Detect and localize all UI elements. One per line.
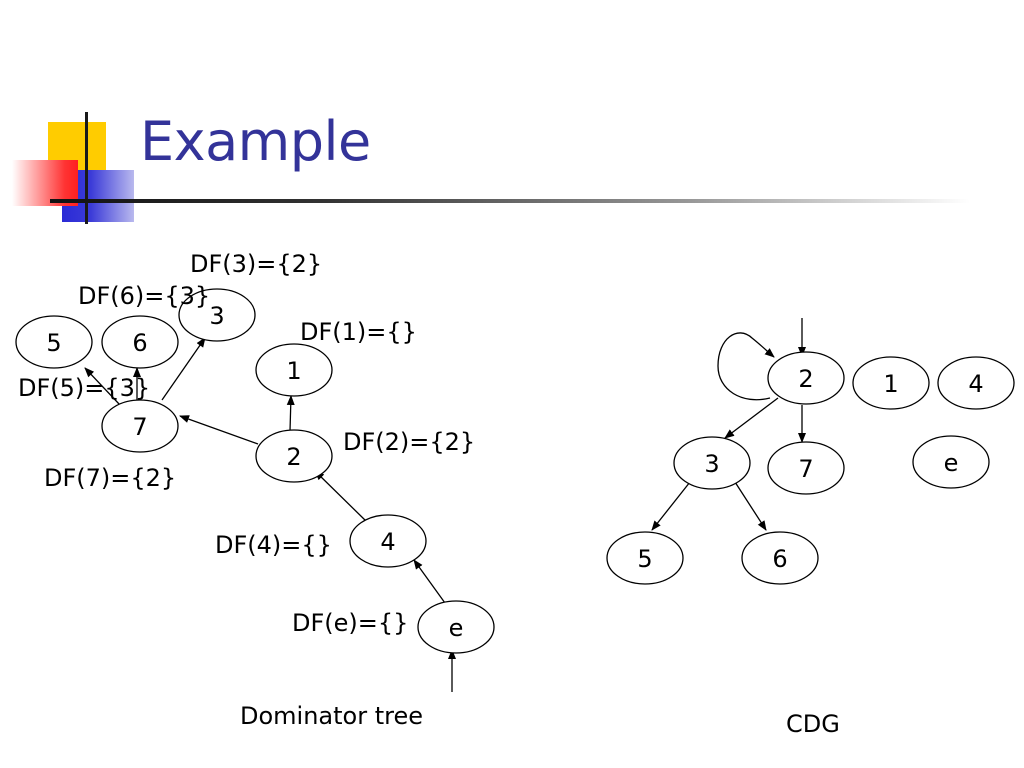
cdg-node-4-label: 4 <box>968 370 983 398</box>
df-7-label: DF(7)={2} <box>44 464 176 492</box>
cdg-edges <box>651 318 806 531</box>
cdg-edge-3-5 <box>651 481 691 531</box>
cdg-node-5: 5 <box>606 531 684 585</box>
df-1-label: DF(1)={} <box>300 318 417 346</box>
cdg-self-loop-2 <box>717 332 775 401</box>
cdg-node-7: 7 <box>767 441 845 495</box>
dom-node-1-label: 1 <box>286 357 301 385</box>
df-4-label: DF(4)={} <box>215 531 332 559</box>
cdg-node-1-label: 1 <box>883 370 898 398</box>
cdg-node-7-label: 7 <box>798 455 813 483</box>
dom-edge-2-7 <box>179 415 259 445</box>
cdg-node-5-label: 5 <box>637 545 652 573</box>
dom-node-e-label: e <box>449 614 464 642</box>
cdg-node-6: 6 <box>741 531 819 585</box>
dominator-tree-nodes: 3 5 6 1 7 2 4 <box>15 288 495 654</box>
cdg-node-e-label: e <box>944 449 959 477</box>
cdg-node-e: e <box>912 435 990 489</box>
cdg-node-1: 1 <box>852 356 930 410</box>
dom-edge-e-4 <box>413 559 446 604</box>
dom-node-5-label: 5 <box>46 329 61 357</box>
decor-vertical-line <box>85 112 88 224</box>
dominator-tree-caption: Dominator tree <box>240 702 423 730</box>
cdg-node-2: 2 <box>767 351 845 405</box>
dom-node-6-label: 6 <box>132 329 147 357</box>
cdg-edge-3-6 <box>734 481 767 531</box>
dom-node-7-label: 7 <box>132 413 147 441</box>
dom-node-5: 5 <box>15 315 93 369</box>
cdg-caption: CDG <box>786 710 840 738</box>
cdg-node-4: 4 <box>937 356 1015 410</box>
dom-node-3-label: 3 <box>209 302 224 330</box>
dom-node-2-label: 2 <box>286 443 301 471</box>
dom-node-e: e <box>417 600 495 654</box>
df-6-label: DF(6)={3} <box>78 282 210 310</box>
dom-node-3: 3 <box>178 288 256 342</box>
dom-node-4-label: 4 <box>380 528 395 556</box>
dom-node-7: 7 <box>101 399 179 453</box>
cdg-edge-2-3 <box>724 397 779 439</box>
dom-node-6: 6 <box>101 315 179 369</box>
df-2-label: DF(2)={2} <box>343 428 475 456</box>
cdg-node-2-label: 2 <box>798 365 813 393</box>
df-5-label: DF(5)={3} <box>18 374 150 402</box>
decor-red-square <box>12 160 78 206</box>
dominator-tree-edges <box>84 337 456 692</box>
df-labels: DF(3)={2} DF(6)={3} DF(1)={} DF(5)={3} D… <box>18 250 475 637</box>
cdg-node-6-label: 6 <box>772 545 787 573</box>
dom-node-2: 2 <box>255 429 333 483</box>
dom-node-1: 1 <box>255 343 333 397</box>
cdg-node-3-label: 3 <box>704 450 719 478</box>
slide-title: Example <box>140 110 371 173</box>
dom-edge-7-5 <box>84 367 121 406</box>
cdg-nodes: 2 1 4 3 7 e 5 <box>606 351 1015 585</box>
title-underline <box>50 199 970 203</box>
cdg-node-3: 3 <box>673 436 751 490</box>
df-3-label: DF(3)={2} <box>190 250 322 278</box>
dom-edge-7-3 <box>161 337 206 401</box>
dom-node-4: 4 <box>349 514 427 568</box>
df-e-label: DF(e)={} <box>292 609 408 637</box>
dom-edge-2-1 <box>286 395 295 432</box>
dom-edge-4-2 <box>314 470 368 523</box>
